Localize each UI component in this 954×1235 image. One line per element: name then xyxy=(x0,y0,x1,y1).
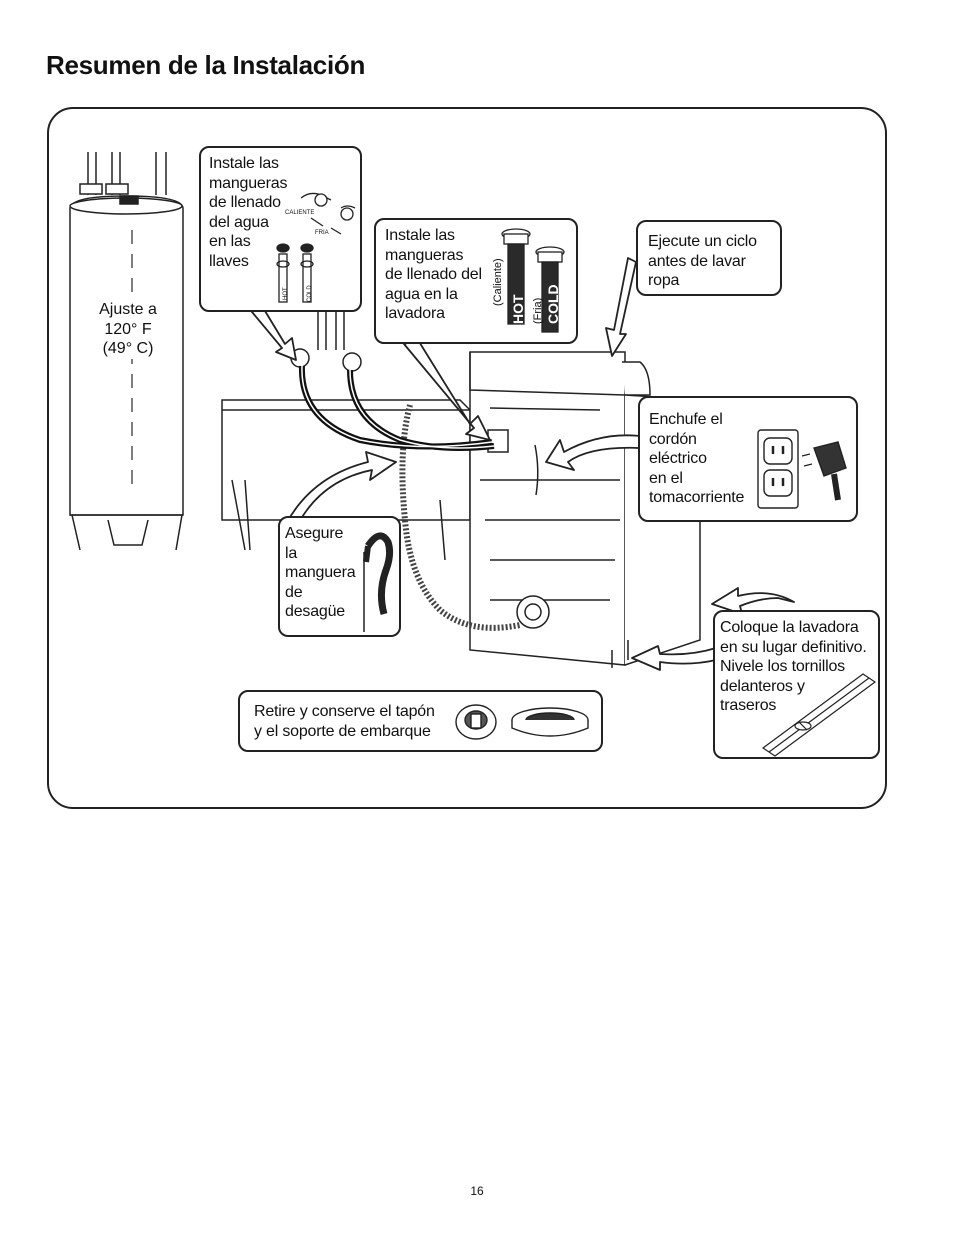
outlet-plug-icon xyxy=(757,429,847,509)
callout-washer-hoses: Instale las mangueras de llenado del agu… xyxy=(374,218,578,344)
page-title: Resumen de la Instalación xyxy=(46,50,366,80)
callout-plug-cord: Enchufe el cordón eléctrico en el tomaco… xyxy=(638,396,858,522)
hose-hot-sub-label: (Caliente) xyxy=(492,258,504,306)
callout-plug-cord-text: Enchufe el cordón eléctrico en el tomaco… xyxy=(649,411,745,507)
small-hot-label: HOT xyxy=(283,287,289,300)
callout-position-washer-text: Coloque la lavadora en su lugar definiti… xyxy=(720,619,867,715)
callout-faucet-hoses: Instale las mangueras de llenado del agu… xyxy=(199,146,362,312)
arrow-to-front-leg xyxy=(631,645,717,671)
callout-run-cycle: Ejecute un ciclo antes de lavar ropa xyxy=(636,220,782,296)
arrow-to-faucets xyxy=(251,305,297,361)
level-icon xyxy=(761,673,877,757)
callout-shipping-plug: Retire y conserve el tapón y el soporte … xyxy=(238,690,603,752)
hose-cold-sub-label: (Fria) xyxy=(532,297,544,324)
arrow-to-washer-top xyxy=(605,257,637,357)
arrow-to-washer-inlets xyxy=(403,339,491,441)
callout-faucet-hoses-text: Instale las mangueras de llenado del agu… xyxy=(209,155,288,270)
callout-position-washer: Coloque la lavadora en su lugar definiti… xyxy=(713,610,880,759)
callout-washer-hoses-text: Instale las mangueras de llenado del agu… xyxy=(385,227,482,323)
hose-hot-label: HOT xyxy=(510,294,526,324)
laundry-tub xyxy=(221,399,471,521)
installation-overview-frame xyxy=(47,107,887,809)
faucet-hoses-icon xyxy=(276,192,356,303)
faucet-cold-label: FRIA xyxy=(315,230,329,236)
arrow-to-back-leg xyxy=(711,587,795,615)
page-number: 16 xyxy=(470,1184,484,1198)
faucet-hot-label: CALIENTE xyxy=(285,210,315,216)
callout-run-cycle-text: Ejecute un ciclo antes de lavar ropa xyxy=(648,233,757,290)
callout-drain-hose: Asegure la manguera de desagüe xyxy=(278,516,401,637)
arrow-to-cord xyxy=(545,434,641,471)
heater-temperature-label: Ajuste a 120° F (49° C) xyxy=(86,300,170,359)
small-cold-label: COLD xyxy=(307,285,313,302)
callout-drain-hose-text: Asegure la manguera de desagüe xyxy=(285,525,356,621)
callout-shipping-plug-text: Retire y conserve el tapón y el soporte … xyxy=(254,703,435,740)
fill-hoses-icon xyxy=(501,228,565,333)
hose-cold-label: COLD xyxy=(545,284,561,324)
drain-hose-icon xyxy=(363,532,394,632)
arrow-to-drain xyxy=(285,451,397,525)
shipping-plug-icon xyxy=(455,704,589,740)
